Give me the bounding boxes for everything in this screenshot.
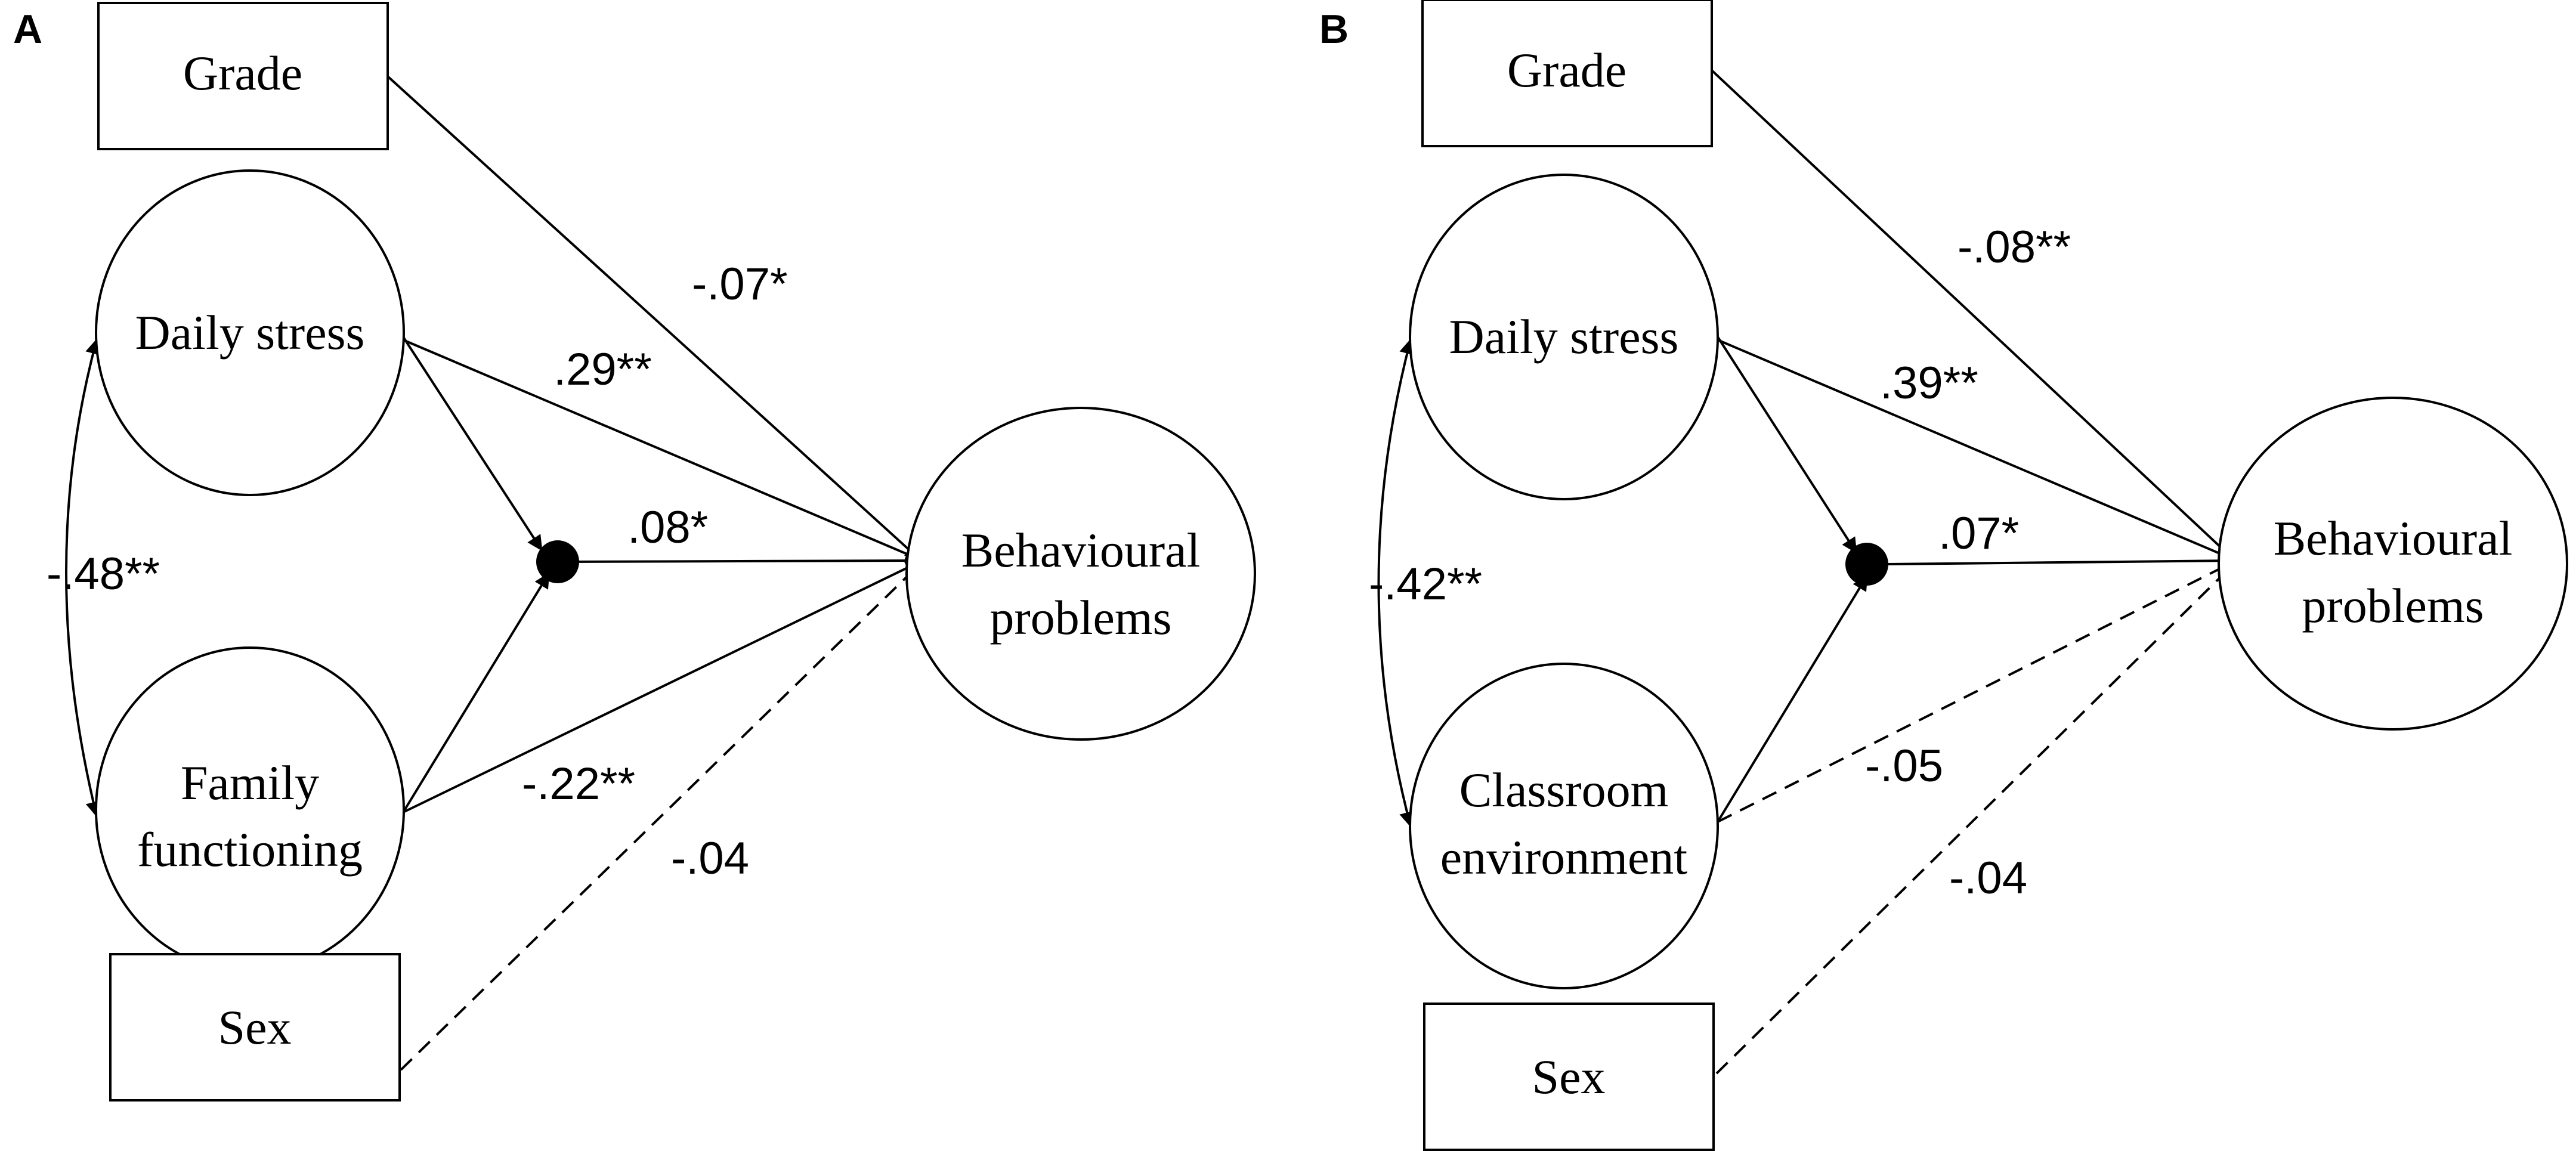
coef-interaction: .07* xyxy=(1938,508,2019,559)
coef-sex: -.04 xyxy=(1949,853,2027,904)
daily-stress-node xyxy=(95,169,405,496)
coef-covariance: -.48** xyxy=(47,549,160,599)
panel-a: A Grade Daily stress Family functioning … xyxy=(13,2,1256,1102)
path-stress-to-interaction xyxy=(1717,336,1857,554)
outcome-label-line2: problems xyxy=(989,590,1171,645)
path-grade-to-outcome xyxy=(1711,69,2235,561)
path-moderator-to-outcome xyxy=(1717,561,2235,823)
coef-stress: .29** xyxy=(553,344,652,395)
grade-label: Grade xyxy=(183,46,302,100)
path-moderator-to-interaction xyxy=(1717,574,1868,823)
path-moderator-to-outcome xyxy=(403,561,921,813)
path-stress-to-outcome xyxy=(403,339,921,561)
path-interaction-to-outcome xyxy=(1887,553,2235,569)
outcome-node xyxy=(905,407,1256,741)
path-stress-to-interaction xyxy=(402,336,543,552)
path-stress-to-outcome xyxy=(1717,339,2235,561)
path-moderator-to-interaction xyxy=(402,572,550,813)
outcome-label-line1: Behavioural xyxy=(961,523,1201,577)
coef-grade: -.07* xyxy=(692,259,788,310)
outcome-node xyxy=(2218,397,2568,731)
sex-box xyxy=(1423,1003,1715,1151)
moderator-label-line1: Family xyxy=(181,756,319,810)
coef-sex: -.04 xyxy=(671,833,749,884)
sex-label: Sex xyxy=(218,1000,292,1054)
coef-stress: .39** xyxy=(1880,358,1978,409)
panel-b-label: B xyxy=(1319,7,1349,52)
moderator-node xyxy=(95,646,405,973)
moderator-label-line2: functioning xyxy=(137,822,363,877)
moderator-label-line1: Classroom xyxy=(1459,763,1669,817)
moderator-label-line2: environment xyxy=(1440,830,1688,884)
sex-box xyxy=(109,953,401,1102)
grade-label: Grade xyxy=(1507,43,1626,97)
path-grade-to-outcome xyxy=(386,75,921,561)
daily-stress-node xyxy=(1409,174,1719,500)
moderator-node xyxy=(1409,663,1719,989)
panel-a-label: A xyxy=(13,7,42,52)
outcome-label-line2: problems xyxy=(2302,578,2484,633)
coef-interaction: .08* xyxy=(627,502,708,553)
covariance-arrow xyxy=(1377,338,1415,828)
path-sex-to-outcome xyxy=(400,563,921,1071)
sex-label: Sex xyxy=(1532,1050,1606,1104)
daily-stress-label: Daily stress xyxy=(135,305,365,360)
path-interaction-to-outcome xyxy=(563,553,921,569)
outcome-label-line1: Behavioural xyxy=(2274,511,2513,565)
interaction-node xyxy=(1845,543,1888,586)
path-sex-to-outcome xyxy=(1715,563,2235,1075)
covariance-arrow xyxy=(65,338,101,818)
interaction-node xyxy=(536,540,579,583)
coef-moderator: -.22** xyxy=(522,759,635,809)
coef-moderator: -.05 xyxy=(1865,741,1943,791)
coef-covariance: -.42** xyxy=(1369,559,1482,609)
panel-b: B Grade Daily stress Classroom environme… xyxy=(1319,0,2568,1151)
coef-grade: -.08** xyxy=(1957,222,2071,273)
grade-box xyxy=(97,2,389,150)
daily-stress-label: Daily stress xyxy=(1449,310,1679,364)
grade-box xyxy=(1421,0,1713,147)
